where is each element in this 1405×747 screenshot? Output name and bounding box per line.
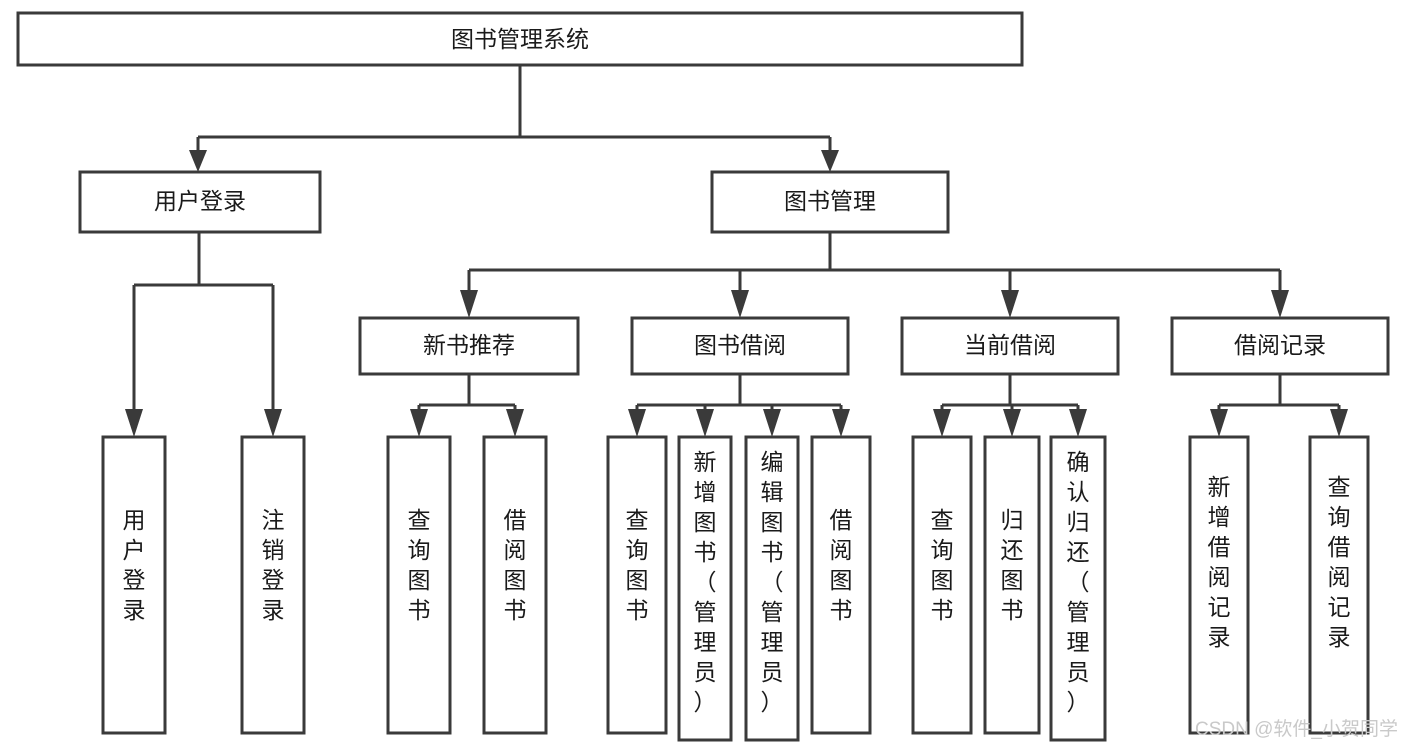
arrowhead-borrow-record [1271, 290, 1289, 318]
leaf-add-book-admin-box[interactable] [677, 435, 733, 742]
leaf-add-borrow-record-box[interactable] [1188, 435, 1250, 735]
leaf-add-borrow-record-label: 新增借阅记录 [1208, 474, 1231, 650]
leaf-query-book-2-label: 查询图书 [626, 507, 649, 623]
leaf-borrow-book-1-box[interactable] [482, 435, 548, 735]
leaf-query-book-1-box[interactable] [386, 435, 452, 735]
arrowhead-leaf-query-book-1 [410, 409, 428, 437]
leaf-edit-book-admin-box[interactable] [744, 435, 800, 742]
arrowhead-leaf-add-book-admin [696, 409, 714, 437]
node-leaf-return-book[interactable]: 归还图书 [983, 435, 1041, 735]
user-login-label: 用户登录 [154, 188, 246, 214]
leaf-borrow-book-2-box[interactable] [810, 435, 872, 735]
book-manage-label: 图书管理 [784, 188, 876, 214]
node-leaf-user-login[interactable]: 用户登录 [101, 435, 167, 735]
current-borrow-label: 当前借阅 [964, 332, 1056, 358]
leaf-query-book-1-label: 查询图书 [408, 507, 431, 623]
node-leaf-borrow-book-1[interactable]: 借阅图书 [482, 435, 548, 735]
arrowhead-leaf-edit-book-admin [763, 409, 781, 437]
leaf-borrow-book-2-label: 借阅图书 [830, 507, 853, 623]
current-borrow-box[interactable] [900, 316, 1120, 376]
leaf-confirm-return-admin-box[interactable] [1049, 435, 1107, 742]
leaf-confirm-return-admin-label: 确认归还（管理员） [1067, 449, 1090, 715]
node-leaf-confirm-return-admin[interactable]: 确认归还（管理员） [1049, 435, 1107, 742]
arrowhead-leaf-query-book-2 [628, 409, 646, 437]
connector-group [125, 65, 1348, 437]
book-borrow-label: 图书借阅 [694, 332, 786, 358]
leaf-user-logout-label: 注销登录 [262, 507, 285, 623]
node-current-borrow[interactable]: 当前借阅 [900, 316, 1120, 376]
arrowhead-leaf-user-logout [264, 409, 282, 437]
arrowhead-new-book-recommend [460, 290, 478, 318]
arrowhead-leaf-borrow-book-1 [506, 409, 524, 437]
arrowhead-book-manage [821, 150, 839, 172]
node-user-login[interactable]: 用户登录 [78, 170, 322, 234]
node-book-manage[interactable]: 图书管理 [710, 170, 950, 234]
leaf-user-logout-box[interactable] [240, 435, 306, 735]
node-leaf-add-borrow-record[interactable]: 新增借阅记录 [1188, 435, 1250, 735]
arrowhead-user-login [189, 150, 207, 172]
new-book-recommend-label: 新书推荐 [423, 332, 515, 358]
node-leaf-edit-book-admin[interactable]: 编辑图书（管理员） [744, 435, 800, 742]
user-login-box[interactable] [78, 170, 322, 234]
node-book-borrow[interactable]: 图书借阅 [630, 316, 850, 376]
borrow-record-box[interactable] [1170, 316, 1390, 376]
node-leaf-borrow-book-2[interactable]: 借阅图书 [810, 435, 872, 735]
node-leaf-add-book-admin[interactable]: 新增图书（管理员） [677, 435, 733, 742]
arrowhead-book-borrow [731, 290, 749, 318]
node-leaf-query-book-2[interactable]: 查询图书 [606, 435, 668, 735]
arrowhead-leaf-query-borrow-record [1330, 409, 1348, 437]
arrowhead-leaf-borrow-book-2 [832, 409, 850, 437]
node-borrow-record[interactable]: 借阅记录 [1170, 316, 1390, 376]
node-root[interactable]: 图书管理系统 [16, 11, 1024, 67]
leaf-add-book-admin-label: 新增图书（管理员） [694, 449, 717, 715]
csdn-watermark: CSDN @软件_小贺同学 [1195, 718, 1398, 740]
arrowhead-leaf-query-book-3 [933, 409, 951, 437]
node-leaf-user-logout[interactable]: 注销登录 [240, 435, 306, 735]
book-borrow-box[interactable] [630, 316, 850, 376]
arrowhead-leaf-add-borrow-record [1210, 409, 1228, 437]
root-label: 图书管理系统 [451, 26, 589, 52]
node-leaf-query-book-1[interactable]: 查询图书 [386, 435, 452, 735]
node-leaf-query-borrow-record[interactable]: 查询借阅记录 [1308, 435, 1370, 735]
leaf-query-borrow-record-box[interactable] [1308, 435, 1370, 735]
borrow-record-label: 借阅记录 [1234, 332, 1326, 358]
leaf-query-borrow-record-label: 查询借阅记录 [1328, 474, 1351, 650]
arrowhead-leaf-return-book [1003, 409, 1021, 437]
book-manage-box[interactable] [710, 170, 950, 234]
arrowhead-leaf-user-login [125, 409, 143, 437]
leaf-borrow-book-1-label: 借阅图书 [504, 507, 527, 623]
leaf-edit-book-admin-label: 编辑图书（管理员） [761, 449, 784, 715]
leaf-query-book-2-box[interactable] [606, 435, 668, 735]
leaf-user-login-box[interactable] [101, 435, 167, 735]
new-book-recommend-box[interactable] [358, 316, 580, 376]
root-box[interactable] [16, 11, 1024, 67]
node-leaf-query-book-3[interactable]: 查询图书 [911, 435, 973, 735]
leaf-return-book-label: 归还图书 [1001, 507, 1024, 623]
leaf-query-book-3-box[interactable] [911, 435, 973, 735]
leaf-user-login-label: 用户登录 [123, 507, 146, 623]
leaf-query-book-3-label: 查询图书 [931, 507, 954, 623]
arrowhead-current-borrow [1001, 290, 1019, 318]
arrowhead-leaf-confirm-return-admin [1069, 409, 1087, 437]
node-new-book-recommend[interactable]: 新书推荐 [358, 316, 580, 376]
leaf-return-book-box[interactable] [983, 435, 1041, 735]
